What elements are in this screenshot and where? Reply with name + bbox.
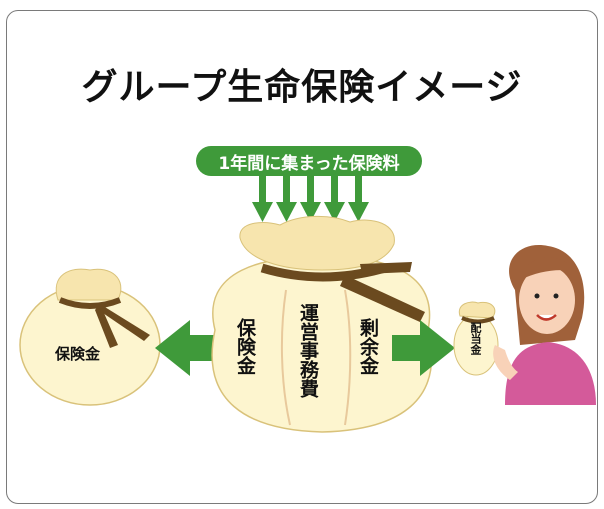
center-money-bag-icon xyxy=(211,215,433,433)
center-section-insurance: 保険金 xyxy=(234,318,256,375)
down-arrow-icon xyxy=(252,176,273,222)
right-arrow-icon xyxy=(392,320,455,376)
down-arrow-icon xyxy=(348,176,369,222)
woman-illustration-icon xyxy=(493,245,596,405)
down-arrow-icon xyxy=(324,176,345,222)
left-arrow-icon xyxy=(155,320,220,376)
down-arrow-icon xyxy=(300,176,321,222)
small-money-bag-icon xyxy=(453,301,499,376)
left-bag-label: 保険金 xyxy=(55,345,101,363)
page-title: グループ生命保険イメージ xyxy=(81,67,523,108)
down-arrows xyxy=(252,176,369,222)
down-arrow-icon xyxy=(276,176,297,222)
center-section-surplus: 剰余金 xyxy=(357,318,379,375)
premium-label: 1年間に集まった保険料 xyxy=(196,146,422,176)
center-section-admin-costs: 運営事務費 xyxy=(297,303,319,398)
left-money-bag-icon xyxy=(19,268,161,406)
right-bag-label: 配当金 xyxy=(469,322,482,355)
